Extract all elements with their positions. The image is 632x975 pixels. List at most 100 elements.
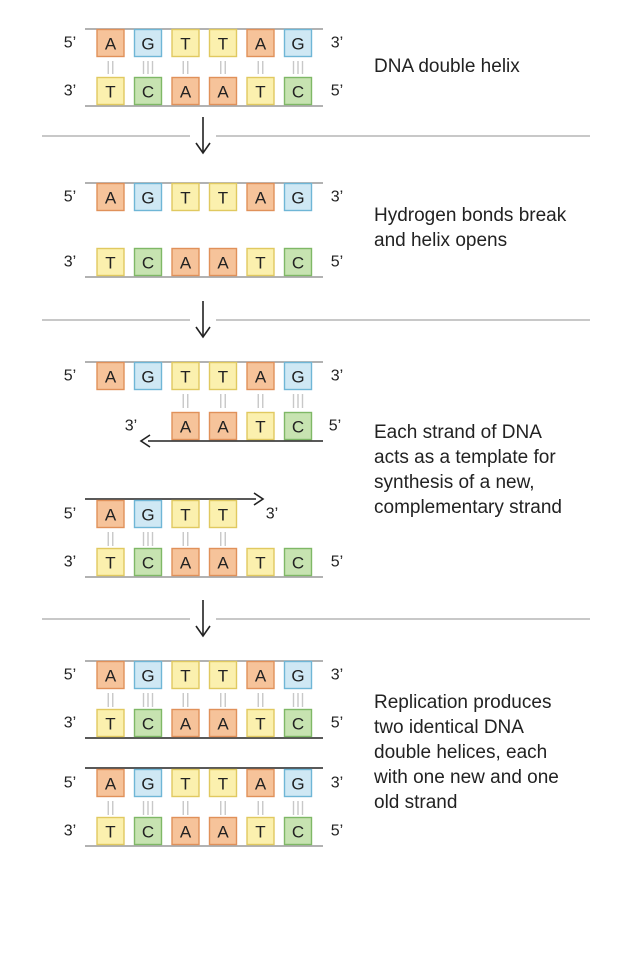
caption-helix-opens: Hydrogen bonds break and helix opens	[374, 205, 567, 251]
end-left-s1-top: 5’	[64, 35, 76, 52]
base-C-s3-old-bottom-5	[283, 547, 313, 577]
end-right-s2-bottom: 5’	[331, 254, 343, 271]
end-left-s4-helix2-top: 5’	[64, 775, 76, 792]
base-A-s1-bottom-3	[208, 76, 238, 106]
base-letter-s4-helix2-bottom-3: A	[217, 823, 229, 842]
base-A-s1-top-0	[96, 28, 125, 58]
base-G-s4-helix2-top-1	[133, 768, 163, 798]
end-right-s1-top: 3’	[331, 35, 343, 52]
base-T-s1-top-3	[208, 28, 238, 58]
base-letter-s4-helix2-bottom-4: T	[255, 823, 265, 842]
base-G-s3-new-bottom-1	[133, 499, 163, 529]
base-letter-s4-helix2-bottom-0: T	[105, 823, 115, 842]
base-C-s1-bottom-1	[133, 76, 163, 106]
base-T-s3-old-bottom-4	[246, 547, 275, 577]
base-T-s2-top-3	[208, 182, 238, 212]
base-T-s3-new-bottom-2	[171, 499, 200, 529]
base-letter-s1-top-5: G	[291, 35, 304, 54]
base-letter-s2-bottom-1: C	[142, 254, 154, 273]
base-C-s2-bottom-1	[133, 247, 163, 277]
base-A-s1-top-4	[246, 28, 275, 58]
base-G-s4-helix2-top-5	[283, 768, 313, 798]
base-letter-s2-bottom-4: T	[255, 254, 265, 273]
divider-3-arrow-head	[195, 625, 211, 638]
base-C-s4-helix1-bottom-1	[133, 708, 163, 738]
base-letter-s1-top-3: T	[218, 35, 228, 54]
base-A-s4-helix1-top-0	[96, 660, 125, 690]
end-right-s4-helix2-bottom: 5’	[331, 823, 343, 840]
base-T-s2-bottom-4	[246, 247, 275, 277]
base-A-s3-new-top-1	[208, 411, 238, 441]
base-letter-s3-new-bottom-3: T	[218, 506, 228, 525]
base-letter-s3-new-top-1: A	[217, 418, 229, 437]
end-left-s4-helix2-bottom: 3’	[64, 823, 76, 840]
base-T-s3-old-bottom-0	[96, 547, 125, 577]
base-letter-s3-old-bottom-4: T	[255, 554, 265, 573]
base-letter-s3-old-bottom-1: C	[142, 554, 154, 573]
base-letter-s4-helix1-bottom-1: C	[142, 715, 154, 734]
base-A-s4-helix2-bottom-3	[208, 816, 238, 846]
base-T-s1-top-2	[171, 28, 200, 58]
base-letter-s1-bottom-3: A	[217, 83, 229, 102]
end-right-s4-helix1-bottom: 5’	[331, 715, 343, 732]
base-letter-s3-old-top-4: A	[255, 368, 267, 387]
base-G-s1-top-5	[283, 28, 313, 58]
base-letter-s3-new-bottom-1: G	[141, 506, 154, 525]
base-letter-s4-helix1-bottom-5: C	[292, 715, 304, 734]
end-left-s2-top: 5’	[64, 189, 76, 206]
end-right-s3-new-bottom: 3’	[266, 506, 278, 523]
base-letter-s3-old-bottom-3: A	[217, 554, 229, 573]
base-A-s4-helix1-top-4	[246, 660, 275, 690]
base-A-s2-bottom-2	[171, 247, 200, 277]
base-C-s3-new-top-3	[283, 411, 313, 441]
base-letter-s3-old-bottom-0: T	[105, 554, 115, 573]
end-left-s1-bottom: 3’	[64, 83, 76, 100]
end-right-s3-new-top: 5’	[329, 418, 341, 435]
base-letter-s4-helix2-bottom-5: C	[292, 823, 304, 842]
base-letter-s4-helix2-top-2: T	[180, 775, 190, 794]
base-letter-s1-bottom-1: C	[142, 83, 154, 102]
base-letter-s2-top-5: G	[291, 189, 304, 208]
end-right-s4-helix1-top: 3’	[331, 667, 343, 684]
base-G-s3-old-top-1	[133, 361, 163, 391]
base-letter-s2-bottom-5: C	[292, 254, 304, 273]
base-letter-s1-bottom-0: T	[105, 83, 115, 102]
base-letter-s4-helix1-bottom-4: T	[255, 715, 265, 734]
base-T-s4-helix1-bottom-0	[96, 708, 125, 738]
base-letter-s2-top-2: T	[180, 189, 190, 208]
base-A-s1-bottom-2	[171, 76, 200, 106]
base-G-s2-top-5	[283, 182, 313, 212]
end-left-s3-new-top: 3’	[125, 418, 137, 435]
end-left-s4-helix1-bottom: 3’	[64, 715, 76, 732]
base-A-s3-new-bottom-0	[96, 499, 125, 529]
base-letter-s1-top-0: A	[105, 35, 117, 54]
base-letter-s4-helix1-top-0: A	[105, 667, 117, 686]
base-letter-s4-helix2-bottom-2: A	[180, 823, 192, 842]
base-T-s4-helix1-top-2	[171, 660, 200, 690]
base-letter-s2-top-0: A	[105, 189, 117, 208]
base-letter-s3-old-top-3: T	[218, 368, 228, 387]
base-letter-s2-top-3: T	[218, 189, 228, 208]
base-letter-s4-helix1-bottom-2: A	[180, 715, 192, 734]
base-A-s2-top-0	[96, 182, 125, 212]
base-A-s3-old-top-4	[246, 361, 275, 391]
base-letter-s2-top-4: A	[255, 189, 267, 208]
base-letter-s4-helix1-top-5: G	[291, 667, 304, 686]
base-A-s4-helix1-bottom-2	[171, 708, 200, 738]
base-T-s3-new-bottom-3	[208, 499, 238, 529]
base-T-s4-helix1-top-3	[208, 660, 238, 690]
base-T-s2-bottom-0	[96, 247, 125, 277]
base-letter-s4-helix2-top-3: T	[218, 775, 228, 794]
base-G-s4-helix1-top-5	[283, 660, 313, 690]
base-letter-s1-top-2: T	[180, 35, 190, 54]
caption-double-helix: DNA double helix	[374, 56, 520, 77]
base-letter-s1-bottom-2: A	[180, 83, 192, 102]
base-letter-s1-top-1: G	[141, 35, 154, 54]
base-letter-s3-new-bottom-0: A	[105, 506, 117, 525]
base-letter-s3-new-top-3: C	[292, 418, 304, 437]
end-left-s2-bottom: 3’	[64, 254, 76, 271]
synthesis-arrow-top-head	[139, 434, 151, 448]
base-letter-s3-old-bottom-2: A	[180, 554, 192, 573]
caption-template-synthesis: Each strand of DNA acts as a template fo…	[374, 422, 562, 518]
